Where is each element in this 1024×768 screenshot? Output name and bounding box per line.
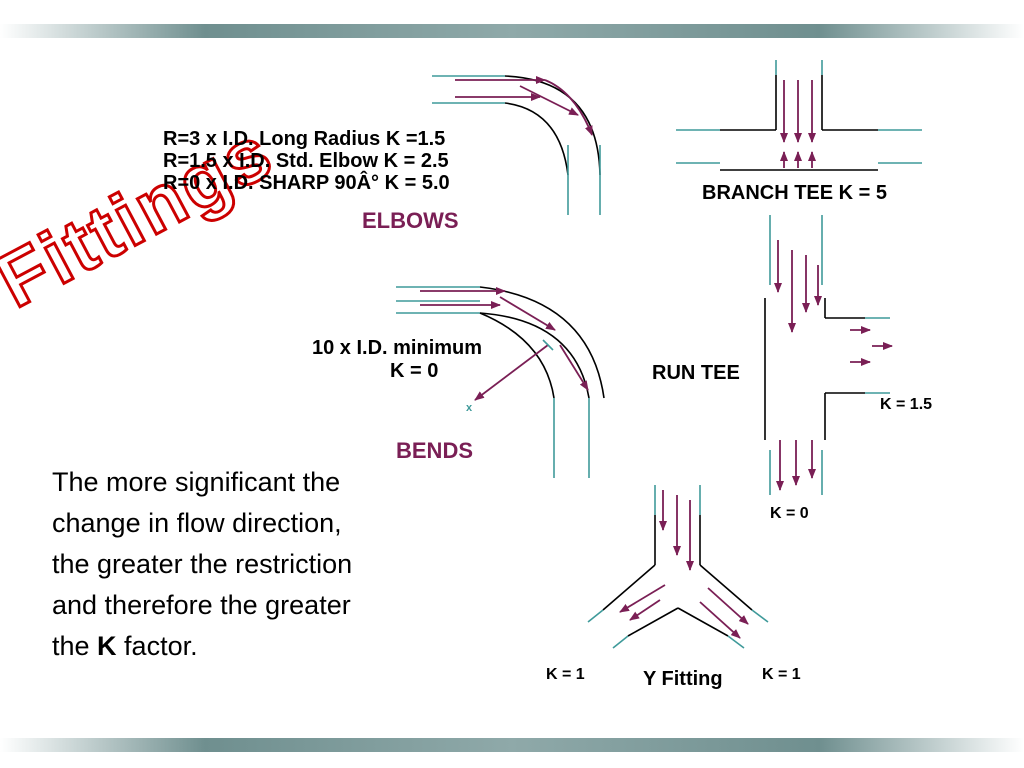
explanation-paragraph: The more significant the change in flow … [52,462,382,667]
run-tee-label: RUN TEE [652,362,740,384]
bend-radius-label: 10 x I.D. minimum [312,337,483,359]
explanation-tail: factor. [116,631,198,661]
y-fitting-right-k: K = 1 [762,666,801,683]
explanation-text: The more significant the change in flow … [52,467,353,661]
elbow-long-radius-label: R=3 x I.D. Long Radius K =1.5 [163,128,446,150]
bend-center-mark: x [466,402,473,414]
y-fitting-left-k: K = 1 [546,666,585,683]
run-tee-diagram [764,215,893,495]
elbow-k-values: R=3 x I.D. Long Radius K =1.5 R=1.5 x I.… [163,128,450,194]
bottom-decor-band [0,738,1024,752]
branch-tee-label: BRANCH TEE K = 5 [702,182,888,204]
bend-diagram [396,286,605,478]
k-factor-bold: K [97,631,117,661]
elbow-sharp-label: R=0 x I.D. SHARP 90Â° K = 5.0 [163,172,450,194]
elbows-heading: ELBOWS [362,208,459,233]
elbow-diagram [432,75,601,215]
branch-tee-diagram [676,60,922,171]
y-fitting-label: Y Fitting [643,668,723,690]
bends-heading: BENDS [396,438,474,463]
bend-k-label: K = 0 [390,360,439,382]
run-tee-side-k: K = 1.5 [880,396,933,413]
y-fitting-diagram [587,485,769,649]
top-decor-band [0,24,1024,38]
elbow-standard-label: R=1.5 x I.D. Std. Elbow K = 2.5 [163,150,449,172]
run-tee-through-k: K = 0 [770,505,809,522]
